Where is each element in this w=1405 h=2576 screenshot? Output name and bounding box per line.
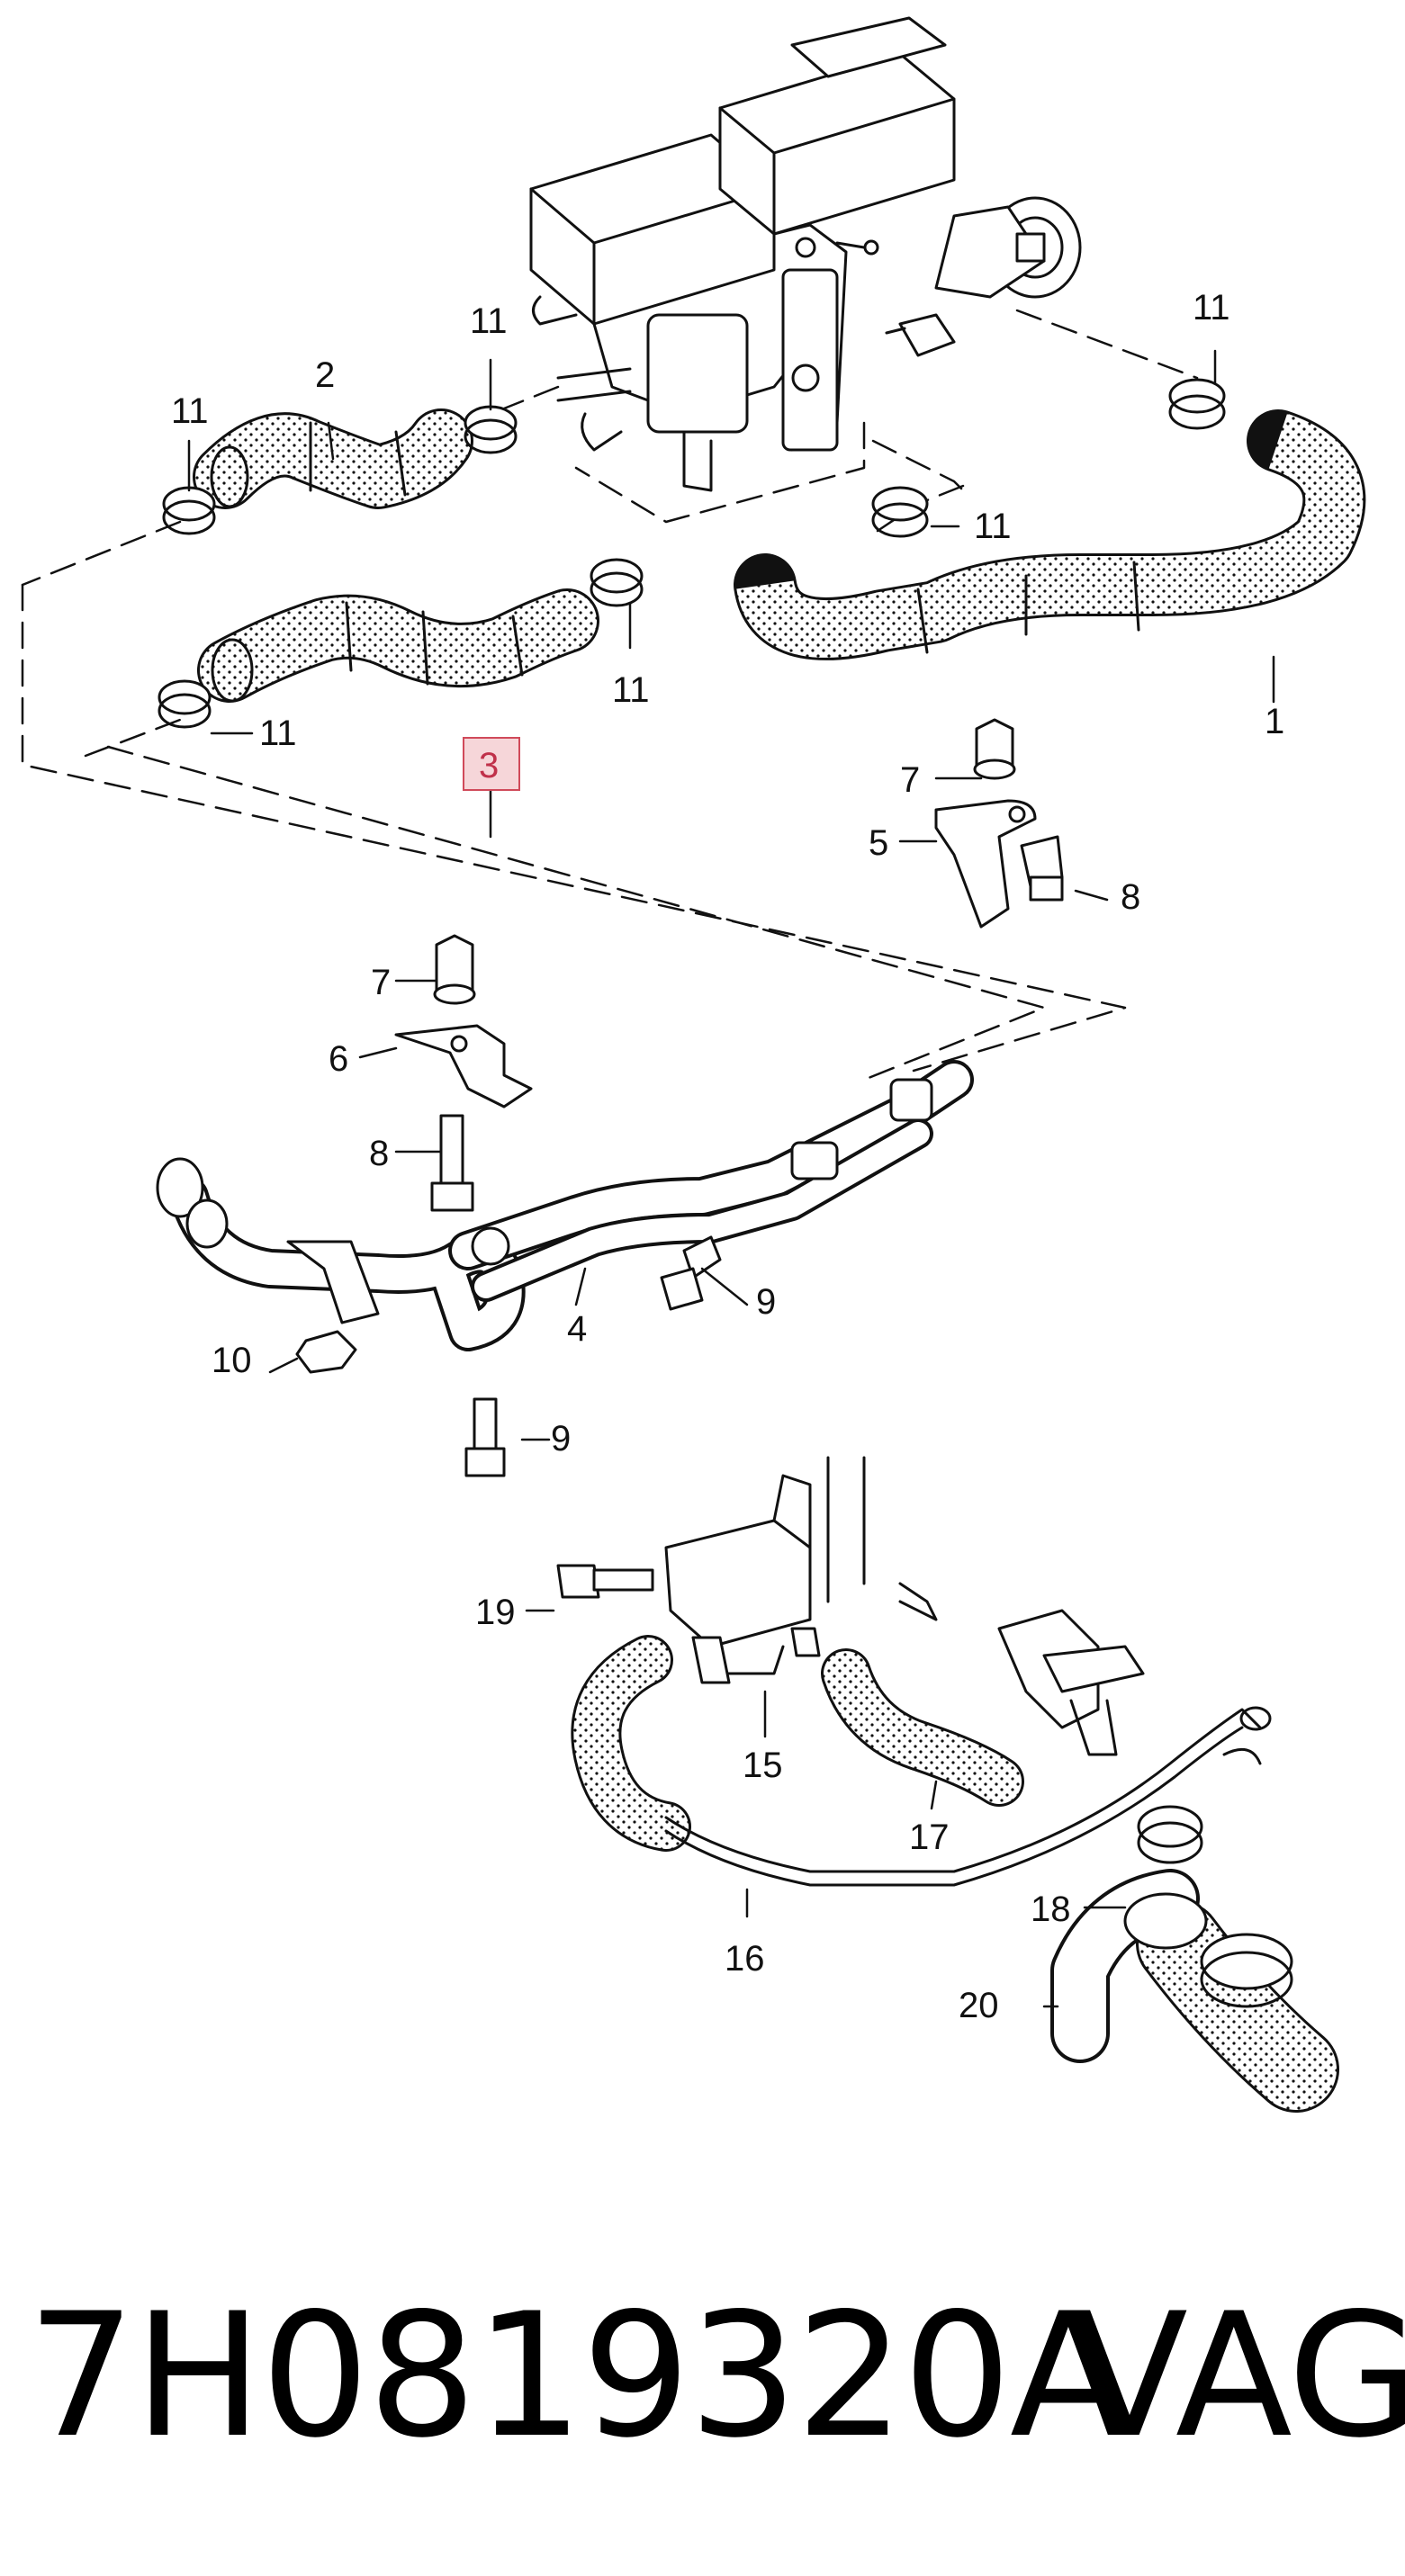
hose-clamp-11-c: [1168, 378, 1226, 430]
callout-15[interactable]: 15: [743, 1746, 783, 1785]
callout-11-c[interactable]: 11: [1193, 288, 1230, 328]
coolant-hose-2: [193, 408, 473, 509]
coolant-pipe-4: [156, 1060, 974, 1351]
callout-20[interactable]: 20: [959, 1986, 999, 2025]
part-info-footer: 7H0819320A VAG: [0, 2276, 1405, 2475]
bolt-19: [556, 1564, 654, 1599]
clip-nut-7-b: [433, 934, 476, 1005]
coolant-hose-3: [197, 588, 599, 703]
coolant-hose-16: [571, 1635, 1272, 1887]
bolt-9-b: [464, 1397, 506, 1477]
callout-3[interactable]: 3: [479, 746, 499, 785]
part-number: 7H0819320A: [27, 2276, 1127, 2475]
hose-clamp-11-a: [162, 486, 216, 535]
callout-11-d[interactable]: 11: [974, 507, 1012, 546]
auxiliary-heater-unit: [529, 16, 1082, 492]
callout-11-f[interactable]: 11: [259, 714, 297, 753]
callout-9-b[interactable]: 9: [551, 1419, 571, 1459]
coolant-hose-17: [821, 1648, 1024, 1807]
hose-clamp-18: [1137, 1805, 1203, 1864]
callout-4[interactable]: 4: [567, 1309, 587, 1349]
callout-17[interactable]: 17: [909, 1818, 950, 1857]
leader-lines: [187, 349, 1275, 2008]
callout-1[interactable]: 1: [1265, 702, 1284, 741]
callout-16[interactable]: 16: [725, 1939, 765, 1979]
callout-7-a[interactable]: 7: [900, 760, 920, 800]
elbow-pipe-20: [1050, 1869, 1339, 2113]
hose-clamp-11-f: [158, 679, 212, 729]
callout-6[interactable]: 6: [329, 1039, 348, 1079]
callout-8-a[interactable]: 8: [1121, 877, 1140, 917]
valve-15: [664, 1456, 938, 1684]
callout-19[interactable]: 19: [475, 1593, 516, 1632]
clamp-right-assembly: [997, 1609, 1145, 1756]
callout-11-e[interactable]: 11: [612, 670, 650, 710]
bolt-8-b: [430, 1114, 474, 1212]
brand-name: VAG: [1071, 2276, 1405, 2475]
callout-10[interactable]: 10: [212, 1341, 252, 1380]
callout-5[interactable]: 5: [869, 823, 888, 863]
callout-8-b[interactable]: 8: [369, 1134, 389, 1173]
callout-11-b[interactable]: 11: [470, 301, 508, 341]
hose-clamp-11-e: [590, 558, 644, 607]
bracket-5: [934, 799, 1037, 929]
hose-clamp-11-d: [871, 486, 929, 538]
clip-nut-7-a: [973, 718, 1016, 780]
bolt-8-a: [1020, 835, 1064, 902]
bracket-6: [394, 1024, 533, 1108]
coolant-hose-1: [734, 409, 1366, 660]
callout-7-b[interactable]: 7: [371, 963, 391, 1002]
exploded-parts-diagram: 1 2 3 4 5 6 7 7 8 8 9 9 10 11 11 11 11 1…: [21, 16, 1366, 2113]
callout-2[interactable]: 2: [315, 355, 335, 395]
callout-18[interactable]: 18: [1031, 1889, 1071, 1929]
callout-9-a[interactable]: 9: [756, 1282, 776, 1322]
assembly-lines: [21, 309, 1199, 1082]
highlight-box-3: [463, 737, 520, 791]
nut-10: [295, 1330, 357, 1374]
callout-11-a[interactable]: 11: [171, 391, 209, 431]
bolt-9-a: [660, 1235, 722, 1311]
